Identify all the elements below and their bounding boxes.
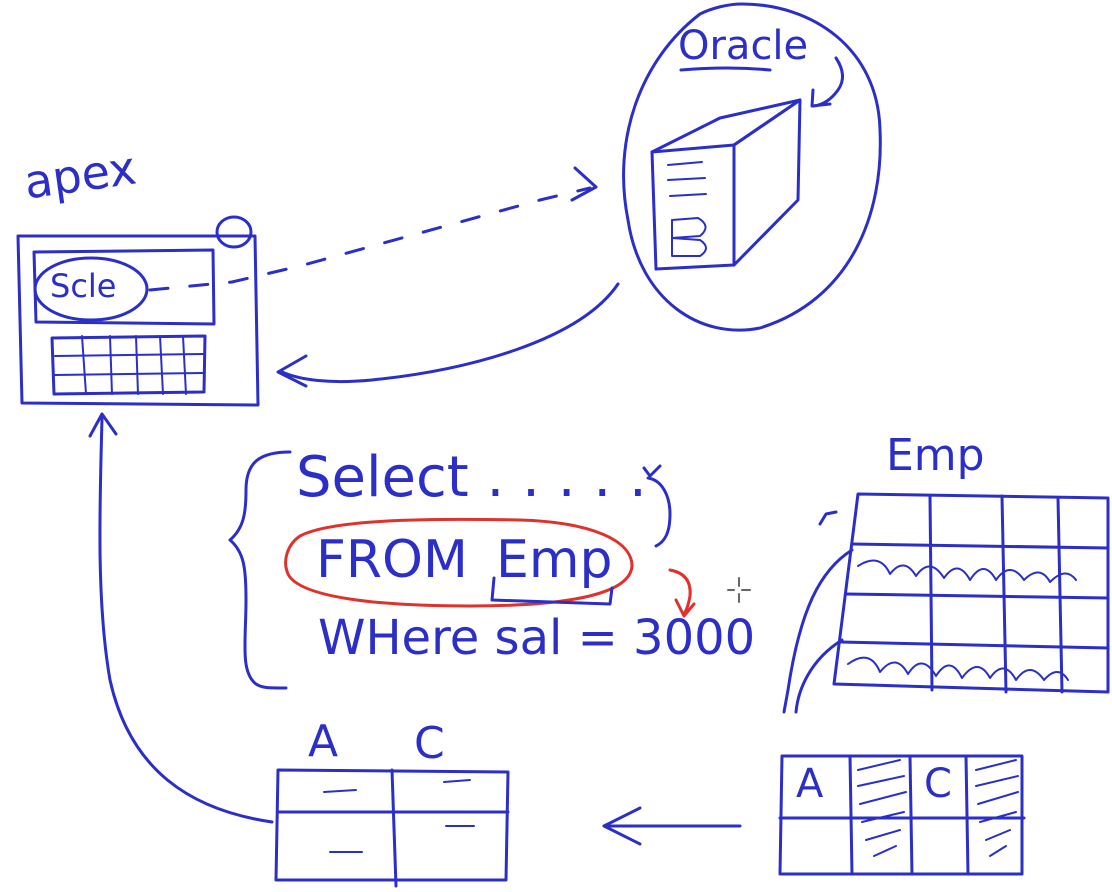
- server-icon: [650, 98, 802, 271]
- oracle-label: Oracle: [678, 23, 809, 69]
- result-col-a-header: A: [308, 716, 339, 767]
- emp-table: [782, 492, 1110, 714]
- sql-curly-brace: [228, 450, 292, 690]
- source-col-a-header: A: [796, 761, 824, 807]
- sql-select-line: Select . . . . .: [296, 445, 647, 510]
- request-dashed-arrow: [148, 186, 592, 292]
- apex-label: apex: [20, 140, 140, 210]
- red-down-arrow: [668, 568, 692, 616]
- response-arrow: [280, 282, 620, 384]
- source-table: [778, 754, 1026, 876]
- emp-table-title: Emp: [886, 430, 985, 481]
- request-arrowhead: [570, 166, 598, 202]
- source-col-c-header: C: [924, 761, 952, 807]
- sql-emp-table: Emp: [496, 530, 613, 590]
- apex-window: [16, 215, 260, 407]
- sql-where-line: WHere sal = 3000: [318, 610, 756, 666]
- result-to-apex-arrowhead: [88, 412, 118, 438]
- oracle-server-bubble: [622, 2, 882, 332]
- result-col-c-header: C: [414, 718, 445, 769]
- result-to-apex-arrow: [98, 416, 274, 824]
- response-arrowhead: [276, 354, 308, 388]
- sql-bracket-right: [646, 476, 672, 548]
- result-table: [274, 768, 510, 888]
- sql-from-keyword: FROM: [316, 530, 468, 590]
- crosshair-cursor-icon: [727, 577, 751, 603]
- sele-label: Scle: [50, 267, 117, 305]
- from-emp-highlight: [284, 517, 634, 608]
- sele-circle: [33, 256, 149, 322]
